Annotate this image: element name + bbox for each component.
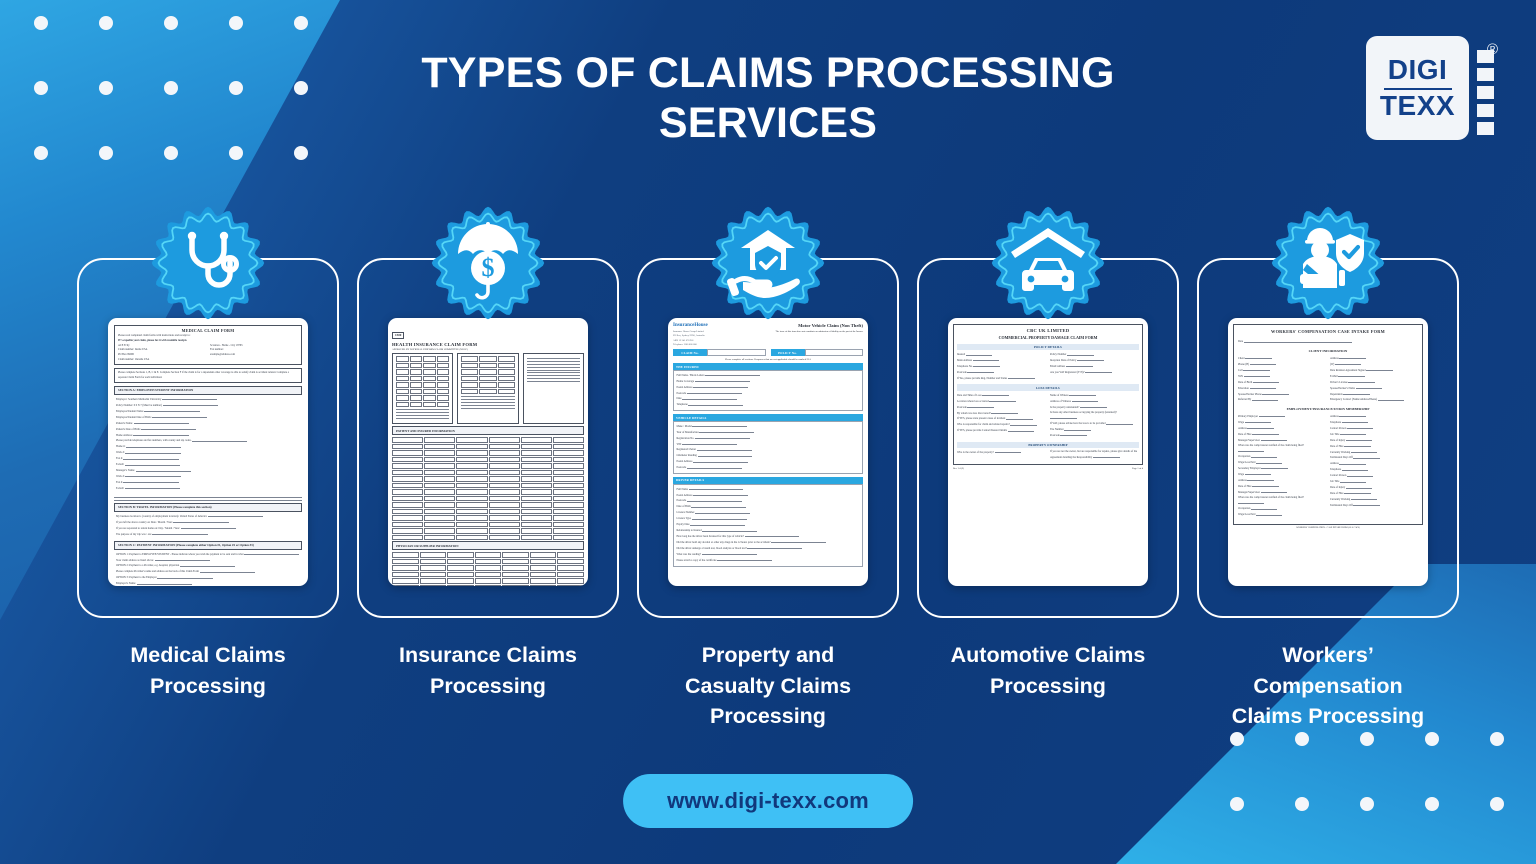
decorative-dot — [1295, 732, 1309, 746]
stethoscope-icon-badge — [151, 206, 265, 320]
card-label-line-2: Casualty Claims — [684, 673, 852, 698]
decorative-dot — [294, 81, 308, 95]
card-label-line-2: Processing — [150, 673, 266, 698]
service-card-1[interactable]: MEDICAL CLAIM FORM Please read completed… — [77, 206, 339, 732]
decorative-dot — [229, 81, 243, 95]
card-label-line-2: Processing — [430, 673, 546, 698]
decorative-dot — [99, 146, 113, 160]
claim-form-document: WORKERS' COMPENSATION CASE INTAKE FORM D… — [1228, 318, 1428, 586]
car-garage-icon — [1011, 228, 1085, 291]
decorative-dot — [294, 146, 308, 160]
page-title-line-1: TYPES OF CLAIMS PROCESSING — [421, 49, 1115, 97]
service-card-5[interactable]: WORKERS' COMPENSATION CASE INTAKE FORM D… — [1197, 206, 1459, 732]
card-label-line-3: Processing — [710, 704, 826, 729]
logo-text-digi: DIGI — [1387, 53, 1448, 85]
card-label-line-1: Insurance Claims — [398, 643, 578, 667]
injured-worker-shield-icon — [1300, 228, 1364, 288]
decorative-dot — [229, 16, 243, 30]
card-badge-car-garage-icon — [987, 202, 1109, 324]
umbrella-dollar-icon: $ — [458, 222, 518, 300]
card-label-line-2: Compensation — [1253, 673, 1403, 698]
claim-form-document: 1500 HEALTH INSURANCE CLAIM FORM APPROVE… — [388, 318, 588, 586]
card-frame: WORKERS' COMPENSATION CASE INTAKE FORM D… — [1197, 206, 1459, 618]
decorative-dot — [1295, 797, 1309, 811]
service-card-4[interactable]: CBC UK LIMITED COMMERCIAL PROPERTY DAMAG… — [917, 206, 1179, 732]
umbrella-dollar-icon-badge: $ — [431, 206, 545, 320]
card-badge-stethoscope-icon — [147, 202, 269, 324]
claim-form-document: CBC UK LIMITED COMMERCIAL PROPERTY DAMAG… — [948, 318, 1148, 586]
decorative-dot — [1425, 732, 1439, 746]
decorative-dot — [34, 16, 48, 30]
claim-form-content: InsuranceHouse Insurance House Group Lim… — [668, 318, 868, 570]
page-title: TYPES OF CLAIMS PROCESSING SERVICES — [298, 48, 1238, 149]
decorative-dot — [1230, 797, 1244, 811]
decorative-dot — [164, 146, 178, 160]
claim-form-document: MEDICAL CLAIM FORM Please read completed… — [108, 318, 308, 586]
decorative-dot — [99, 81, 113, 95]
service-card-row: MEDICAL CLAIM FORM Please read completed… — [0, 206, 1536, 732]
logo-film-strip-icon — [1477, 36, 1494, 140]
service-card-2[interactable]: 1500 HEALTH INSURANCE CLAIM FORM APPROVE… — [357, 206, 619, 732]
card-badge-umbrella-dollar-icon: $ — [427, 202, 549, 324]
card-label-line-1: Workers’ — [1282, 643, 1374, 667]
card-label-line-3: Claims Processing — [1231, 704, 1425, 729]
claim-form-document: InsuranceHouse Insurance House Group Lim… — [668, 318, 868, 586]
logo-divider — [1383, 87, 1452, 90]
decorative-dot — [164, 16, 178, 30]
decorative-dot — [34, 81, 48, 95]
website-url-pill[interactable]: www.digi-texx.com — [623, 774, 913, 828]
decorative-dot — [34, 146, 48, 160]
house-shield-hand-icon-badge — [711, 206, 825, 320]
claim-form-content: 1500 HEALTH INSURANCE CLAIM FORM APPROVE… — [388, 318, 588, 586]
card-frame: InsuranceHouse Insurance House Group Lim… — [637, 206, 899, 618]
house-shield-hand-icon — [727, 230, 800, 298]
decorative-dot — [1490, 797, 1504, 811]
claim-form-content: MEDICAL CLAIM FORM Please read completed… — [108, 318, 308, 586]
card-label-line-1: Automotive Claims — [950, 643, 1146, 667]
decorative-dot — [1360, 732, 1374, 746]
card-frame: 1500 HEALTH INSURANCE CLAIM FORM APPROVE… — [357, 206, 619, 618]
card-label-line-1: Property and — [701, 643, 835, 667]
page-title-line-2: SERVICES — [658, 99, 878, 148]
car-garage-icon-badge — [991, 206, 1105, 320]
card-label-line-1: Medical Claims — [130, 643, 286, 667]
claim-form-content: WORKERS' COMPENSATION CASE INTAKE FORM D… — [1228, 318, 1428, 535]
decorative-dot — [294, 16, 308, 30]
service-card-3[interactable]: InsuranceHouse Insurance House Group Lim… — [637, 206, 899, 732]
card-badge-house-shield-hand-icon — [707, 202, 829, 324]
brand-logo: DIGI TEXX ® — [1366, 36, 1498, 140]
decorative-dot — [1425, 797, 1439, 811]
logo-text-texx: TEXX — [1379, 89, 1456, 121]
stethoscope-icon — [187, 231, 239, 288]
decorative-dot — [164, 81, 178, 95]
card-badge-injured-worker-shield-icon — [1267, 202, 1389, 324]
decorative-dot — [1360, 797, 1374, 811]
injured-worker-shield-icon-badge — [1271, 206, 1385, 320]
card-label-line-2: Processing — [990, 673, 1106, 698]
card-frame: CBC UK LIMITED COMMERCIAL PROPERTY DAMAG… — [917, 206, 1179, 618]
svg-text:$: $ — [482, 253, 495, 282]
registered-trademark-icon: ® — [1486, 41, 1498, 58]
card-frame: MEDICAL CLAIM FORM Please read completed… — [77, 206, 339, 618]
dot-grid-top-left — [34, 16, 314, 176]
decorative-dot — [1230, 732, 1244, 746]
decorative-dot — [99, 16, 113, 30]
decorative-dot — [229, 146, 243, 160]
decorative-dot — [1490, 732, 1504, 746]
claim-form-content: CBC UK LIMITED COMMERCIAL PROPERTY DAMAG… — [948, 318, 1148, 476]
logo-plate: DIGI TEXX — [1366, 36, 1469, 140]
dot-grid-bottom-right — [1230, 732, 1510, 842]
